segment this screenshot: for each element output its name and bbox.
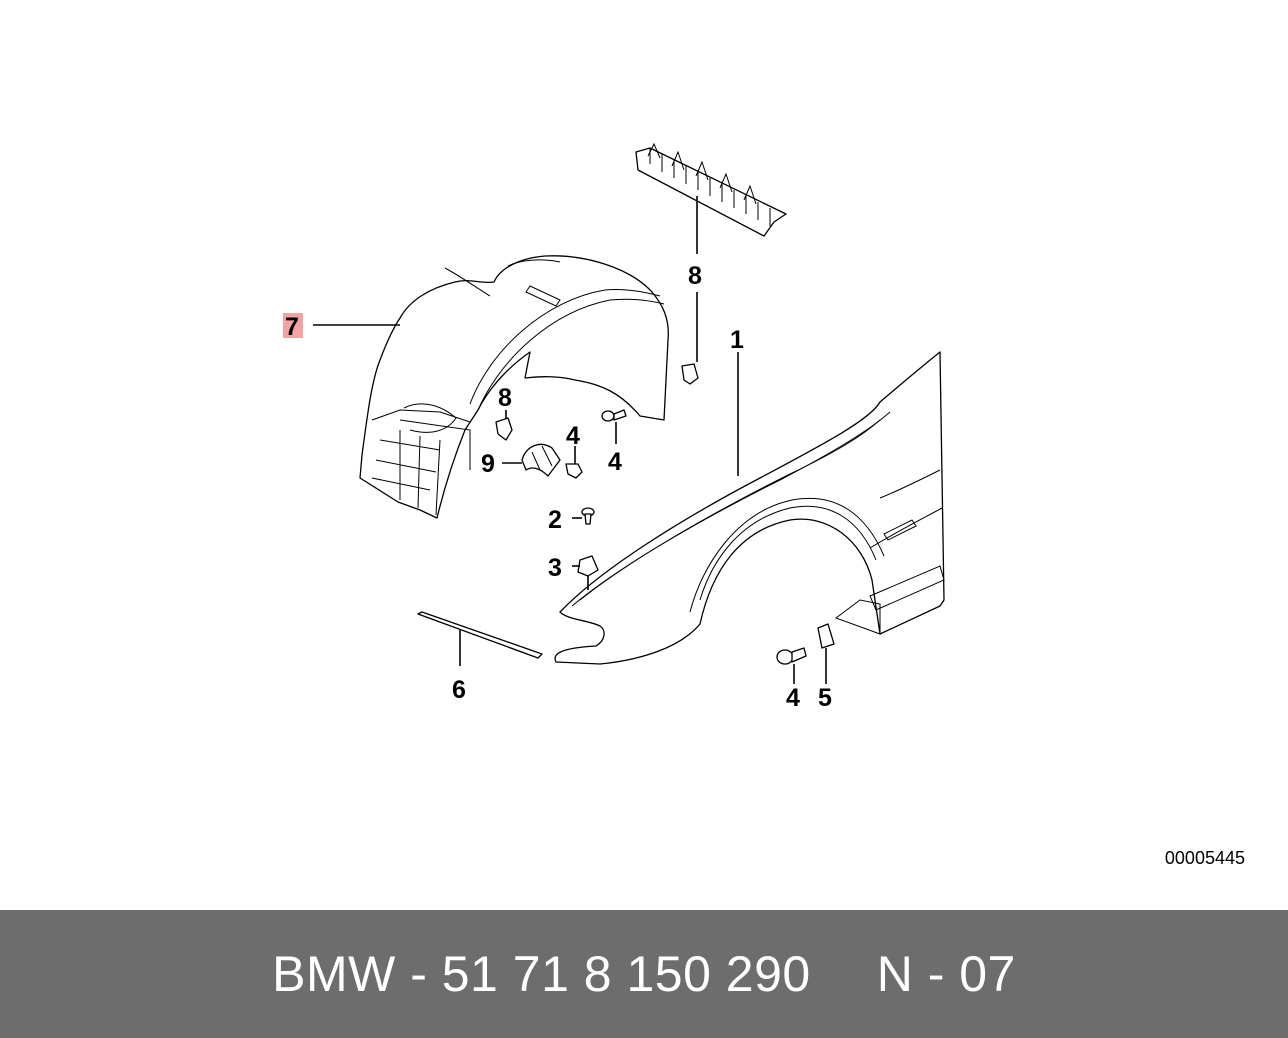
clip-strip-part bbox=[635, 142, 787, 237]
callout-label: 1 bbox=[730, 326, 744, 354]
part-number: BMW - 51 71 8 150 290 bbox=[272, 946, 811, 1002]
diagram-reference-number: 00005445 bbox=[1164, 848, 1245, 868]
fender-part bbox=[554, 351, 945, 665]
callout-label: 8 bbox=[688, 262, 702, 290]
parts-diagram: 7 8 1 8 4 4 9 2 3 6 4 5 bbox=[283, 142, 945, 712]
clip-nut-part bbox=[817, 623, 835, 649]
bolt-part bbox=[601, 409, 627, 422]
bolt-part bbox=[565, 463, 583, 479]
callout-label: 5 bbox=[818, 684, 832, 712]
callout-label: 9 bbox=[481, 450, 495, 478]
callout-label: 2 bbox=[548, 506, 562, 534]
bracket-part bbox=[521, 443, 561, 477]
wheel-housing-part bbox=[359, 255, 669, 519]
position-code: N - 07 bbox=[876, 946, 1016, 1002]
callout-label: 3 bbox=[548, 554, 562, 582]
nut-part bbox=[577, 555, 599, 577]
callout-highlight bbox=[283, 313, 303, 338]
callout-label: 7 bbox=[285, 313, 299, 341]
bolt-part bbox=[776, 647, 807, 665]
callout-label: 4 bbox=[566, 422, 580, 450]
callout-label: 8 bbox=[498, 384, 512, 412]
callout-label: 4 bbox=[786, 684, 800, 712]
footer-bar: BMW - 51 71 8 150 290 N - 07 bbox=[0, 910, 1288, 1038]
callout-label: 6 bbox=[452, 676, 466, 704]
callout-label: 4 bbox=[608, 448, 622, 476]
screw-part bbox=[581, 507, 595, 525]
seal-strip-part bbox=[417, 611, 543, 659]
